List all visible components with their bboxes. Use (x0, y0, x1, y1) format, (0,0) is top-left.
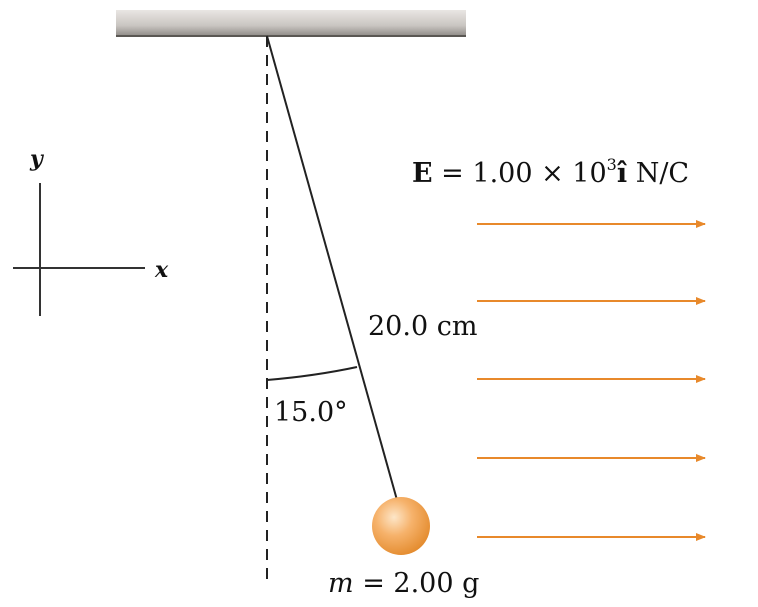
field-unit-vector: î (616, 158, 628, 189)
mass-symbol: m (328, 568, 354, 599)
ceiling-support (116, 10, 466, 36)
angle-arc (266, 366, 358, 381)
pendulum-string (266, 35, 398, 501)
field-equals: = (432, 158, 473, 189)
field-magnitude: 1.00 × 10 (472, 158, 607, 189)
field-exponent: 3 (606, 155, 617, 174)
mass-label: m = 2.00 g (328, 568, 479, 599)
mass-equals: = (353, 568, 394, 599)
string-length-label: 20.0 cm (368, 311, 478, 342)
x-axis-label: x (155, 257, 169, 283)
charged-sphere (372, 497, 430, 555)
field-symbol: E (412, 158, 433, 189)
field-arrows (477, 220, 706, 541)
mass-value: 2.00 g (393, 568, 480, 599)
y-axis-label: y (30, 146, 43, 172)
electric-field-label: E = 1.00 × 103î N/C (412, 155, 690, 190)
field-units: N/C (627, 158, 690, 189)
angle-label: 15.0° (274, 397, 348, 428)
